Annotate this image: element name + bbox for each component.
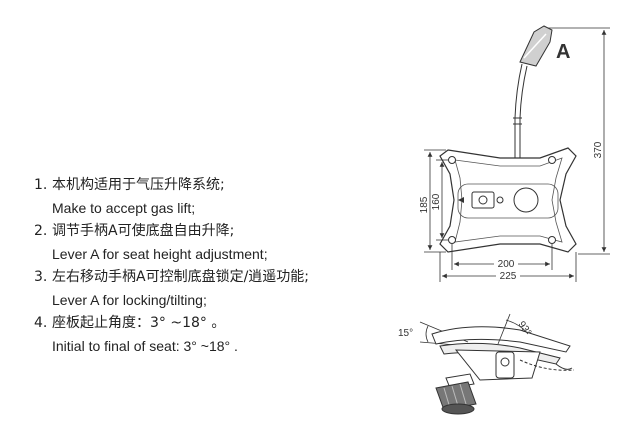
spec-item-1: 1.本机构适用于气压升降系统; Make to accept gas lift; bbox=[34, 174, 309, 220]
spec-number: 1. bbox=[34, 177, 48, 193]
dimension-185 bbox=[424, 149, 446, 253]
spec-text-zh: 本机构适用于气压升降系统; bbox=[52, 177, 225, 193]
spec-item-2: 2.调节手柄A可使底盘自由升降; Lever A for seat height… bbox=[34, 220, 309, 266]
spec-item-4: 4.座板起止角度：3° ~18° 。 Initial to final of s… bbox=[34, 312, 309, 358]
spec-text-en: Lever A for locking/tilting; bbox=[52, 292, 207, 308]
spec-text-en: Make to accept gas lift; bbox=[52, 200, 196, 216]
lever-rod bbox=[513, 63, 528, 160]
pivot-block bbox=[458, 191, 504, 209]
spec-text-zh: 座板起止角度：3° ~18° 。 bbox=[52, 315, 226, 331]
spec-number: 4. bbox=[34, 315, 48, 331]
spec-text-zh: 调节手柄A可使底盘自由升降; bbox=[52, 223, 235, 239]
angle-15-label: 15° bbox=[398, 328, 413, 339]
base-plate-outline bbox=[439, 147, 577, 253]
dimension-225-label: 225 bbox=[500, 271, 517, 282]
gas-lift-hole bbox=[513, 187, 539, 213]
dimension-200-label: 200 bbox=[498, 259, 515, 270]
spec-number: 2. bbox=[34, 223, 48, 239]
spec-number: 3. bbox=[34, 269, 48, 285]
gas-lift-cylinder bbox=[435, 373, 477, 415]
dimension-160-label: 160 bbox=[431, 193, 442, 210]
dimension-185-label: 185 bbox=[419, 196, 430, 213]
lever-handle bbox=[519, 25, 553, 67]
dimension-160 bbox=[436, 159, 448, 241]
spec-text-en: Lever A for seat height adjustment; bbox=[52, 246, 268, 262]
angle-93-indicator bbox=[497, 313, 529, 345]
spec-item-3: 3.左右移动手柄A可控制底盘锁定/逍遥功能; Lever A for locki… bbox=[34, 266, 309, 312]
lever-label: A bbox=[556, 41, 570, 63]
spec-text-zh: 左右移动手柄A可控制底盘锁定/逍遥功能; bbox=[52, 269, 310, 285]
dimension-370 bbox=[548, 27, 610, 255]
dimension-370-label: 370 bbox=[593, 141, 604, 158]
mounting-holes bbox=[448, 156, 556, 244]
side-view-mechanism bbox=[454, 349, 575, 381]
base-plate-inner bbox=[454, 157, 563, 243]
spec-text-en: Initial to final of seat: 3° ~18° . bbox=[52, 338, 238, 354]
spec-list: 1.本机构适用于气压升降系统; Make to accept gas lift;… bbox=[34, 174, 309, 358]
